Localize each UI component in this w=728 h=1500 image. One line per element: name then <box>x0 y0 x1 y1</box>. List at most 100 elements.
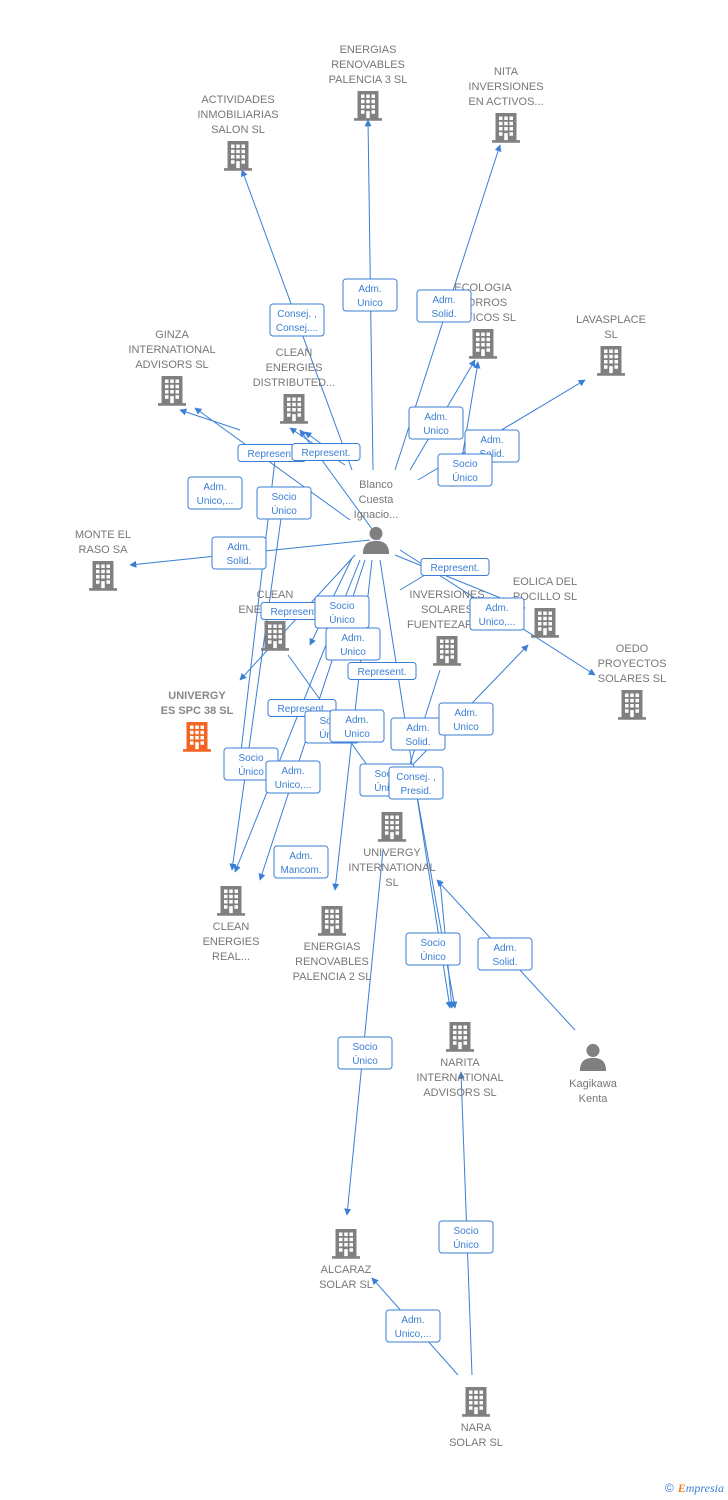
company-node-cleanreal[interactable]: CLEANENERGIESREAL... <box>203 886 260 963</box>
node-label-line: NARA <box>461 1422 492 1434</box>
node-label-line: GINZA <box>155 329 189 341</box>
node-label-line: PROYECTOS <box>598 658 667 670</box>
relation-label[interactable]: Adm.Solid. <box>477 937 533 971</box>
relation-text: Adm. <box>485 603 508 614</box>
relation-label[interactable]: Adm. Unico,... <box>469 597 525 631</box>
relation-text: Adm. <box>289 851 312 862</box>
relation-text: Solid. <box>431 309 456 320</box>
relation-text: Único <box>329 613 355 626</box>
relation-label[interactable]: Adm.Unico,... <box>187 476 243 510</box>
relation-text: Unico <box>453 722 479 733</box>
company-node-nara[interactable]: NARA SOLAR SL <box>449 1387 503 1449</box>
node-label-line: SALON SL <box>211 124 265 136</box>
node-label-line: Kenta <box>579 1093 609 1105</box>
company-node-cleandist[interactable]: CLEANENERGIESDISTRIBUTED... <box>253 347 336 424</box>
relation-label[interactable]: Represent. <box>347 662 417 680</box>
person-icon <box>579 1043 607 1071</box>
relation-label[interactable]: Adm.Mancom. <box>273 845 329 879</box>
relation-box <box>273 845 329 879</box>
node-label-line: INVERSIONES <box>468 81 543 93</box>
node-label-line: SOLAR SL <box>319 1279 373 1291</box>
node-label-line: SL <box>604 329 617 341</box>
node-label-line: ADVISORS SL <box>423 1087 496 1099</box>
empresia-logo[interactable]: ©Empresia <box>665 1481 724 1496</box>
node-label-line: RASO SA <box>79 544 129 556</box>
person-node-blanco[interactable]: BlancoCuestaIgnacio... <box>354 479 399 554</box>
relation-text: Único <box>271 504 297 517</box>
relation-label[interactable]: Consej. ,Consej.... <box>269 303 325 337</box>
relation-text: Único <box>452 471 478 484</box>
company-node-lavasplace[interactable]: LAVASPLACE SL <box>576 314 646 376</box>
relation-box <box>187 476 243 510</box>
relation-text: Único <box>238 765 264 778</box>
node-label-line: INTERNATIONAL <box>416 1072 503 1084</box>
relation-box <box>405 932 461 966</box>
relation-label[interactable]: Adm.Unico <box>342 278 398 312</box>
relation-label[interactable]: Adm.Unico <box>438 702 494 736</box>
relation-text: Único <box>453 1238 479 1251</box>
relation-text: Unico,... <box>275 780 312 791</box>
relation-label[interactable]: Adm.Solid. <box>416 289 472 323</box>
relation-label[interactable]: Adm. Unico,... <box>265 760 321 794</box>
relation-label[interactable]: Adm.Solid. <box>390 717 446 751</box>
relation-text: Unico,... <box>197 496 234 507</box>
building-icon <box>618 690 646 720</box>
relationship-edge <box>179 408 241 431</box>
relation-text: Unico,... <box>479 617 516 628</box>
relation-box <box>329 709 385 743</box>
relation-box <box>256 486 312 520</box>
relation-label[interactable]: Adm.Unico <box>408 406 464 440</box>
relation-box <box>325 627 381 661</box>
node-label-line: LAVASPLACE <box>576 314 646 326</box>
node-label-line: ENERGIES <box>266 362 323 374</box>
relation-label[interactable]: Adm.Unico,... <box>385 1309 441 1343</box>
relation-text: Adm. <box>281 766 304 777</box>
brand-initial: E <box>677 1481 686 1495</box>
node-label-line: CLEAN <box>257 589 294 601</box>
relation-label[interactable]: Adm.Unico <box>329 709 385 743</box>
relation-label[interactable]: Consej. ,Presid. <box>388 766 444 800</box>
relation-box <box>477 937 533 971</box>
relation-text: Represent. <box>278 704 327 715</box>
relation-label[interactable]: Represent. <box>291 443 361 461</box>
relation-label[interactable]: Adm.Solid. <box>211 536 267 570</box>
node-label-line: PALENCIA 3 SL <box>329 74 408 86</box>
building-icon <box>318 906 346 936</box>
node-label-line: PALENCIA 2 SL <box>293 971 372 983</box>
relation-label[interactable]: Represent. <box>237 444 307 462</box>
relation-label[interactable]: Represent. <box>420 558 490 576</box>
building-icon <box>492 113 520 143</box>
relation-text: Unico <box>423 426 449 437</box>
building-icon <box>224 141 252 171</box>
node-label-line: ENERGIAS <box>340 44 397 56</box>
relation-box <box>420 558 490 576</box>
relation-text: Adm. <box>227 542 250 553</box>
node-label-line: DISTRIBUTED... <box>253 377 336 389</box>
node-label-line: SOLAR SL <box>449 1437 503 1449</box>
relation-box <box>337 1036 393 1070</box>
relation-label[interactable]: Adm.Unico <box>325 627 381 661</box>
relation-text: Represent. <box>302 448 351 459</box>
